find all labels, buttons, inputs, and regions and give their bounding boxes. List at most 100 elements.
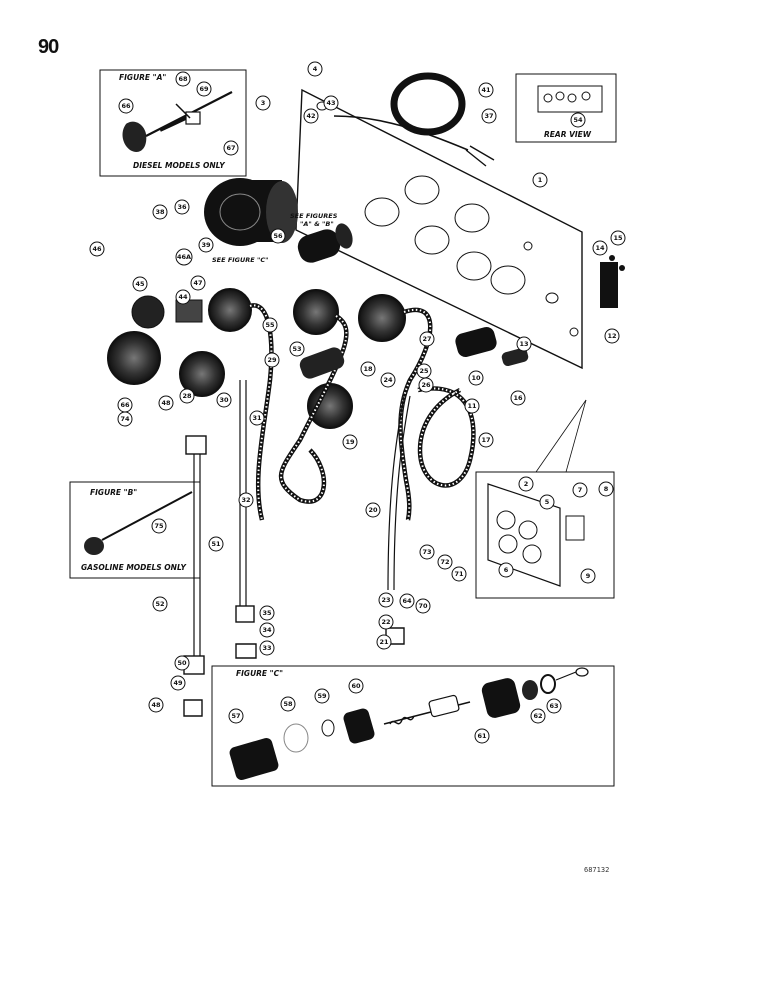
callout-number: 46A [177,253,191,261]
callout-37: 37 [481,108,497,124]
callout-63: 63 [546,698,562,714]
callout-number: 44 [178,293,188,301]
callout-circle [255,95,271,111]
callout-number: 63 [549,702,558,710]
callout-circle [604,328,620,344]
callout-circle [518,476,534,492]
callout-number: 37 [484,112,493,120]
callout-number: 26 [421,381,431,389]
callout-number: 2 [524,480,529,488]
callout-14: 14 [592,240,608,256]
callout-42: 42 [303,108,319,124]
callout-number: 60 [351,682,361,690]
callout-4: 4 [307,61,323,77]
callout-number: 29 [267,356,277,364]
callout-circle [498,562,514,578]
callout-number: 52 [155,600,164,608]
callout-number: 31 [252,414,262,422]
callout-circle [264,352,280,368]
callout-48: 48 [148,697,164,713]
callout-number: 71 [454,570,464,578]
callout-11: 11 [464,398,480,414]
callout-circle [118,98,134,114]
callout-circle [158,395,174,411]
callout-52: 52 [152,596,168,612]
callout-56: 56 [270,228,286,244]
callout-46: 46 [89,241,105,257]
rear-view-inset: REAR VIEW [515,73,617,143]
callout-number: 51 [211,540,221,548]
callout-number: 68 [178,75,188,83]
callout-circle [478,432,494,448]
callout-number: 61 [477,732,487,740]
callout-number: 36 [177,203,187,211]
callout-circle [314,688,330,704]
see-figures-a-b-line1: SEE FIGURES [290,212,338,220]
callout-51: 51 [208,536,224,552]
page-number: 90 [38,36,59,58]
callout-48: 48 [158,395,174,411]
callout-38: 38 [152,204,168,220]
callout-number: 48 [161,399,171,407]
callout-number: 47 [193,279,202,287]
callout-33: 33 [259,640,275,656]
callout-number: 24 [383,376,393,384]
callout-number: 48 [151,701,161,709]
callout-circle [516,336,532,352]
figure-a-inset: FIGURE "A" DIESEL MODELS ONLY [99,69,247,177]
callout-72: 72 [437,554,453,570]
callout-number: 39 [201,241,211,249]
callout-number: 53 [292,345,301,353]
callout-number: 9 [586,572,591,580]
callout-number: 70 [418,602,428,610]
light-switch-body [297,223,353,263]
callout-number: 16 [513,394,523,402]
callout-number: 34 [262,626,272,634]
callout-25: 25 [416,363,432,379]
callout-number: 27 [422,335,431,343]
shutoff-knob-shape [122,121,147,153]
callout-24: 24 [380,372,396,388]
callout-number: 58 [283,700,293,708]
callout-44: 44 [175,289,191,305]
callout-16: 16 [510,390,526,406]
callout-circle [376,634,392,650]
callout-circle [360,361,376,377]
callout-circle [228,708,244,724]
callout-41: 41 [478,82,494,98]
callout-27: 27 [419,331,435,347]
callout-circle [196,81,212,97]
callout-circle [418,377,434,393]
callout-70: 70 [415,598,431,614]
figure-a-caption: DIESEL MODELS ONLY [133,161,226,170]
callout-66: 66 [117,397,133,413]
callout-number: 73 [422,548,431,556]
callout-circle [223,140,239,156]
callout-36: 36 [174,199,190,215]
callout-10: 10 [468,370,484,386]
callout-68: 68 [175,71,191,87]
callout-number: 57 [231,712,240,720]
callout-number: 5 [545,498,550,506]
callout-21: 21 [376,634,392,650]
callout-circle [259,622,275,638]
callout-number: 67 [226,144,235,152]
callout-number: 59 [317,692,327,700]
callout-circle [175,248,193,266]
callout-66: 66 [118,98,134,114]
callout-61: 61 [474,728,490,744]
callout-number: 41 [481,86,491,94]
callout-circle [580,568,596,584]
callout-18: 18 [360,361,376,377]
callout-number: 4 [313,65,318,73]
callout-circle [174,655,190,671]
callout-circle [464,398,480,414]
callout-3: 3 [255,95,271,111]
callout-number: 8 [604,485,609,493]
see-figure-c-label: SEE FIGURE "C" [212,256,269,264]
callout-number: 22 [381,618,390,626]
callout-69: 69 [196,81,212,97]
callout-23: 23 [378,592,394,608]
